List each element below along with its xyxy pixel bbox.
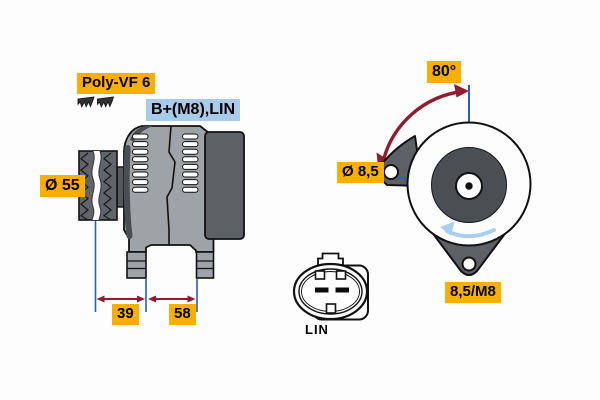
pulley-groove-zigzag	[102, 152, 112, 221]
vent-slots-rear	[182, 133, 199, 193]
dimension-58-label: 58	[169, 304, 196, 325]
pulley	[78, 150, 127, 221]
dimension-39-label: 39	[112, 304, 139, 325]
lin-connector	[292, 252, 369, 321]
pulley-diameter-label: Ø 55	[40, 175, 85, 197]
rear-cover	[204, 131, 245, 240]
belt-type-label: Poly-VF 6	[77, 73, 156, 94]
connector-type-label: LIN	[305, 322, 329, 337]
pulley-groove-zigzag	[79, 152, 89, 221]
lug-hole-left	[383, 164, 399, 180]
terminal-label: B+(M8),LIN	[146, 99, 240, 121]
dimension-lines	[94, 221, 198, 312]
mounting-angle-label: 80°	[427, 61, 462, 83]
alternator-side-view	[123, 125, 245, 279]
front-face-shading	[123, 145, 133, 239]
housing-seam-line	[166, 125, 176, 245]
mounting-foot-rear	[195, 251, 215, 279]
vent-slots-front	[132, 133, 149, 193]
shaft-center-dot	[465, 182, 473, 190]
hole-thread-label: 8,5/M8	[445, 282, 501, 303]
alternator-rear-view	[376, 84, 532, 276]
dimension-arrow-39	[96, 295, 145, 303]
hole-diameter-label: Ø 8,5	[337, 162, 384, 183]
belt-cross-section-icon	[77, 96, 115, 109]
rotation-arrow	[440, 221, 496, 239]
connector-terminals	[315, 287, 349, 293]
connector-body	[292, 262, 369, 321]
lug-hole-bottom	[461, 256, 477, 272]
connector-keyways	[314, 270, 347, 314]
dimension-arrow-58	[148, 295, 196, 303]
mounting-foot-front	[126, 251, 147, 279]
